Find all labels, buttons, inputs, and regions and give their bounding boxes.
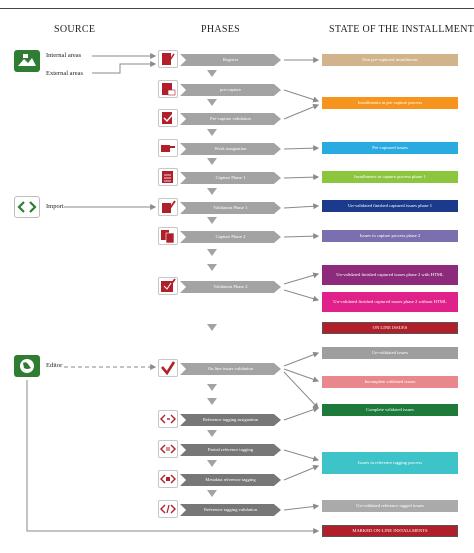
phase-tagging-assignation: Reference tagging assignation [180,414,281,426]
source-header: SOURCE [54,24,96,35]
state-header: STATE OF THE INSTALLMENTS [329,24,474,35]
hand-pointing-icon [158,139,178,157]
state-precaptured: Pre-captured issues [322,142,458,154]
editor-to-marked-arrow [26,380,320,534]
pdf-pen-icon [158,50,178,68]
capture2-to-state-arrow [283,233,320,240]
tag-metadata-icon [158,470,178,488]
state-tagging-process: Issues in reference tagging process [322,452,458,474]
online-to-complete-arrow [283,371,319,409]
tag-validate-icon [158,500,178,518]
phase-online-validation: On line issues validation [180,363,281,375]
phase-partial-tagging: Partial reference tagging [180,444,281,456]
phase-capture-1: Capture Phase 1 [180,172,281,184]
phase-pre-capture-validation: Pre-capture validation [180,113,281,125]
validation1-to-state-arrow [283,203,320,210]
state-unvalidated-issues: Un-validated issues [322,347,458,359]
state-precapture-process: Installments in pre-capture process [322,97,458,109]
external-to-register-arrow [92,61,157,74]
state-capture-phase-1: Installments in capture process phase 1 [322,171,458,183]
state-incomplete-validated: Incomplete validated issues [322,376,458,388]
state-phase-2-with-html: Un-validated finished captured issues ph… [322,265,458,285]
phase-tagging-validation: Reference tagging validation [180,504,281,516]
state-online-issues: ON LINE ISSUES [322,322,458,334]
state-marked-online: MARKED ON-LINE INSTALLMENTS [322,525,458,537]
state-non-precaptured: Non pre-captured installments [322,54,458,66]
areas-source-icon [14,50,40,72]
document-lines-icon [158,168,178,186]
phase-work-assignation: Work assignation [180,143,281,155]
red-checkmark-icon [158,359,178,377]
precapture-val-to-state-arrow [283,104,320,120]
top-rule [0,8,474,9]
online-to-incomplete-arrow [283,368,320,383]
import-label: Import [46,203,64,210]
work-to-state-arrow [283,145,320,152]
document-stack-icon [158,227,178,245]
precapture-to-state-arrow [283,89,320,103]
validation2-to-nohtml-arrow [283,289,320,302]
state-complete-validated: Complete validated issues [322,404,458,416]
state-phase-2-without-html: Un-validated finished captured issues ph… [322,292,458,312]
tagvalidate-to-state-arrow [283,503,320,511]
phase-flow-triangles [207,70,217,497]
pdf-document-icon [158,80,178,98]
phase-pre-capture: pre-capture [180,84,281,96]
editor-label: Editor [46,362,63,369]
check-badge-icon [158,277,178,295]
phase-register: Register [180,54,281,66]
state-unvalidated-phase-1: Un-validated finished captured issues ph… [322,200,458,212]
internal-areas-label: Internal areas [46,52,82,59]
phase-validation-2: Validation Phase 2 [180,281,281,293]
metadata-to-tagging-arrow [283,465,320,481]
phase-metadata-tagging: Metadata reference tagging [180,474,281,486]
validation2-to-html-arrow [283,272,320,285]
online-to-unvalidated-arrow [283,351,320,367]
pdf-check-icon [158,109,178,127]
state-unvalidated-tagged: Un-validated reference tagged issues [322,500,458,512]
editor-source-icon [14,355,40,377]
tag-assign-icon [158,410,178,428]
phase-validation-1: Validation Phase 1 [180,202,281,214]
import-source-icon [14,196,40,218]
partial-to-tagging-arrow [283,449,320,462]
phase-capture-2: Capture Phase 2 [180,231,281,243]
tag-partial-icon [158,440,178,458]
state-capture-phase-2: Issues in capture process phase 2 [322,230,458,242]
capture1-to-state-arrow [283,174,320,181]
phases-header: PHASES [201,24,241,35]
checkmark-document-icon [158,198,178,216]
assign-to-complete-arrow [283,406,320,421]
external-areas-label: External areas [46,70,83,77]
